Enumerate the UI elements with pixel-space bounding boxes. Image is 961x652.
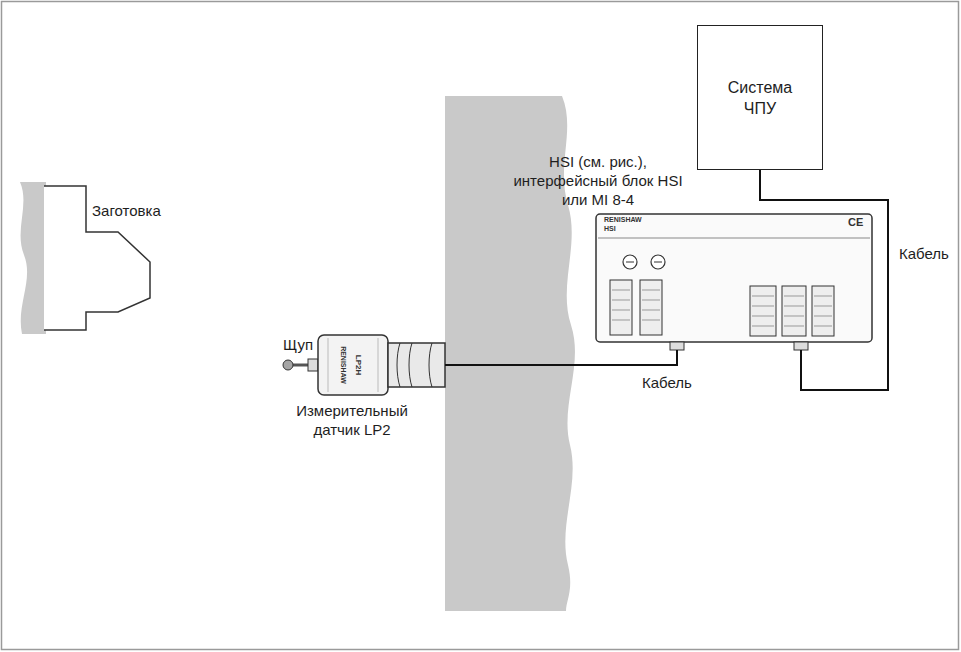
part-name: Щуп — [283, 337, 313, 354]
model-mark: LP2H — [354, 355, 363, 375]
node-text: Система ЧПУ — [720, 77, 800, 119]
node-text: HSI (см. рис.), интерфейсный блок HSI ил… — [508, 152, 688, 209]
part-name: Заготовка — [92, 203, 161, 220]
cable-label: Кабель — [640, 374, 694, 392]
cable-label: Кабель — [897, 245, 951, 263]
model-mark: HSI — [604, 225, 616, 233]
cnc-box: Система ЧПУ — [697, 25, 823, 170]
probe-illustration — [283, 335, 445, 395]
brand-mark: RENISHAW — [339, 346, 347, 384]
interface-unit-illustration — [596, 214, 872, 350]
workpiece-ground — [20, 182, 46, 334]
cable-line — [760, 170, 888, 390]
cable-line — [445, 350, 677, 365]
certification-mark: CE — [848, 216, 863, 228]
brand-mark: RENISHAW — [604, 216, 642, 224]
node-text: Измерительный датчик LP2 — [277, 401, 427, 439]
interface-unit: HSI (см. рис.), интерфейсный блок HSI ил… — [596, 214, 872, 350]
